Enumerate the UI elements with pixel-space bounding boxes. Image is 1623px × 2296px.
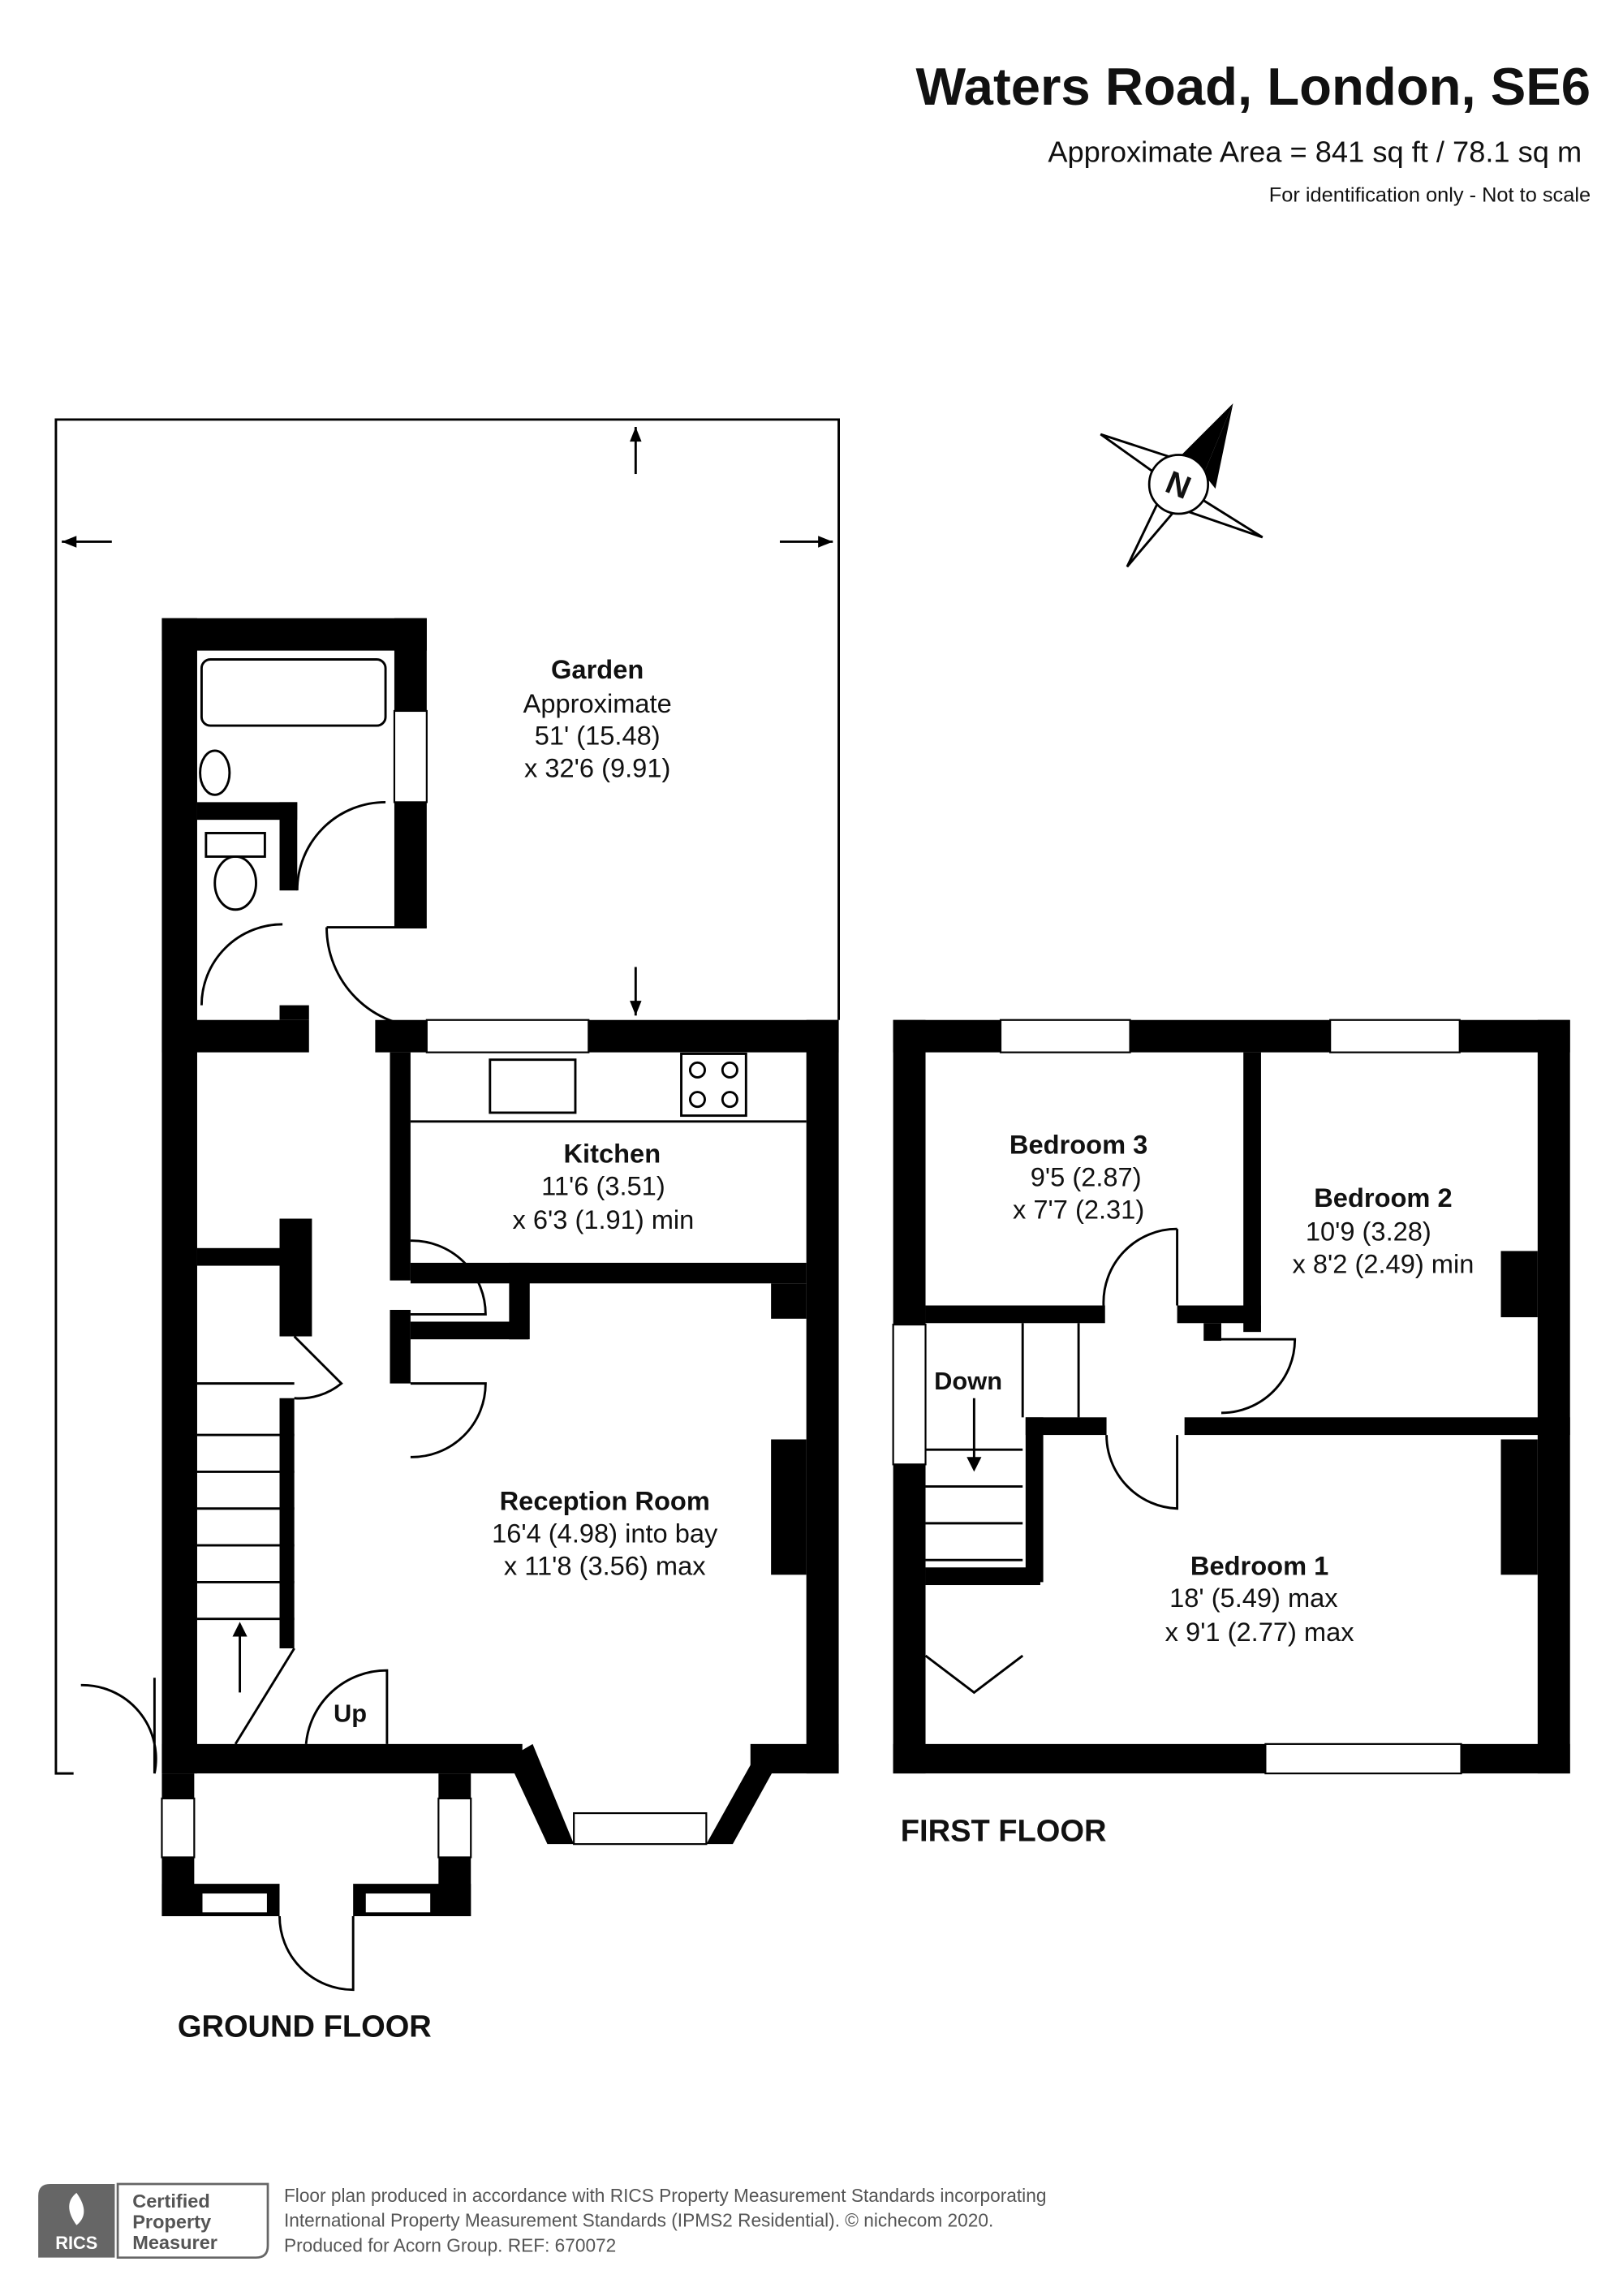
room-dim: x 6'3 (1.91) min bbox=[513, 1204, 695, 1234]
room-dim: x 11'8 (3.56) max bbox=[504, 1550, 706, 1580]
disclaimer-text: For identification only - Not to scale bbox=[1269, 184, 1591, 207]
stairs-down-label: Down bbox=[934, 1367, 1002, 1395]
stairs-icon bbox=[196, 1382, 295, 1745]
toilet-icon bbox=[204, 832, 266, 858]
room-dim: x 8'2 (2.49) min bbox=[1293, 1249, 1474, 1279]
badge-line: Measurer bbox=[132, 2232, 217, 2253]
first-floor-label: FIRST FLOOR bbox=[901, 1815, 1107, 1849]
room-dim: 10'9 (3.28) bbox=[1306, 1217, 1431, 1247]
badge-brand: RICS bbox=[55, 2233, 97, 2253]
room-name-garden: Garden bbox=[551, 654, 644, 684]
room-name-reception: Reception Room bbox=[500, 1486, 710, 1516]
lion-icon bbox=[69, 2192, 84, 2225]
stairs-icon bbox=[925, 1323, 1080, 1562]
room-name-bedroom-3: Bedroom 3 bbox=[1010, 1130, 1147, 1160]
badge-line: Certified bbox=[132, 2190, 210, 2212]
room-dim: 11'6 (3.51) bbox=[541, 1171, 665, 1201]
room-dim: x 7'7 (2.31) bbox=[1013, 1195, 1144, 1225]
room-name-bedroom-1: Bedroom 1 bbox=[1190, 1550, 1328, 1580]
first-floor-plan: Down Bedroom 3 9'5 (2.87) x 7'7 (2.31) B… bbox=[892, 1019, 1570, 1849]
basin-icon bbox=[199, 749, 231, 796]
ground-floor-plan: Up Garden Approximate 51' (15.48) x 32'6… bbox=[54, 418, 840, 2044]
page-title: Waters Road, London, SE6 bbox=[915, 57, 1591, 116]
room-dim: 18' (5.49) max bbox=[1169, 1583, 1338, 1613]
area-text: Approximate Area = 841 sq ft / 78.1 sq m bbox=[1048, 136, 1582, 169]
footer-line-2: International Property Measurement Stand… bbox=[284, 2210, 993, 2231]
stairs-up-label: Up bbox=[334, 1699, 367, 1728]
room-dim: Approximate bbox=[523, 688, 672, 718]
footer-line-1: Floor plan produced in accordance with R… bbox=[284, 2185, 1046, 2206]
compass-icon: N bbox=[1100, 403, 1264, 568]
rics-badge: RICS Certified Property Measurer bbox=[38, 2182, 269, 2259]
room-name-bedroom-2: Bedroom 2 bbox=[1314, 1182, 1452, 1213]
hob-icon bbox=[680, 1053, 747, 1118]
room-dim: 9'5 (2.87) bbox=[1031, 1162, 1142, 1192]
footer-line-3: Produced for Acorn Group. REF: 670072 bbox=[284, 2234, 616, 2255]
room-dim: x 32'6 (9.91) bbox=[524, 753, 670, 783]
sink-icon bbox=[489, 1058, 577, 1114]
badge-line: Property bbox=[132, 2211, 211, 2232]
room-dim: 51' (15.48) bbox=[535, 721, 661, 751]
room-dim: 16'4 (4.98) into bay bbox=[492, 1518, 718, 1548]
room-dim: x 9'1 (2.77) max bbox=[1165, 1617, 1354, 1647]
room-name-kitchen: Kitchen bbox=[563, 1139, 661, 1169]
bath-icon bbox=[200, 658, 387, 727]
ground-floor-label: GROUND FLOOR bbox=[178, 2010, 432, 2044]
